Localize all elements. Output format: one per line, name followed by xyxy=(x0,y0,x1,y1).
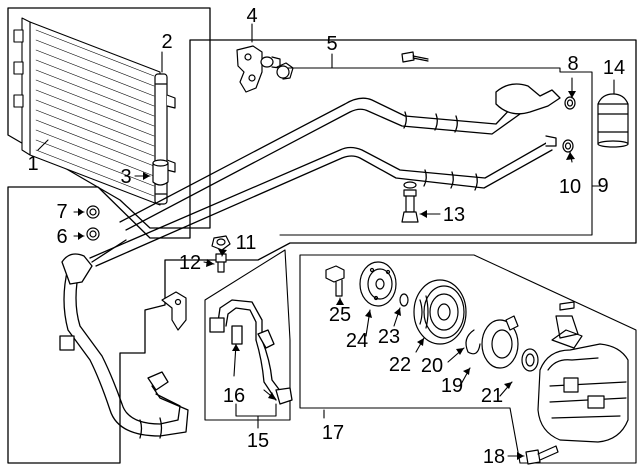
frame-condenser xyxy=(7,7,211,229)
callout-18: 18 xyxy=(482,446,506,468)
valve-cap xyxy=(211,235,231,251)
callout-9: 9 xyxy=(597,175,609,197)
callout-10: 10 xyxy=(558,176,582,198)
hose-bracket xyxy=(161,291,187,331)
callout-1: 1 xyxy=(27,153,39,175)
arrowhead xyxy=(420,210,427,218)
arrowhead xyxy=(336,298,344,305)
callout-14: 14 xyxy=(602,57,626,79)
snap-ring xyxy=(465,329,481,355)
frame-refrigerant-lines xyxy=(7,39,637,464)
accumulator xyxy=(597,93,629,148)
shim xyxy=(399,293,409,307)
arrowhead xyxy=(78,208,84,216)
callout-22: 22 xyxy=(388,354,412,376)
callout-8: 8 xyxy=(567,53,579,75)
frame-inner-line xyxy=(279,67,593,236)
compressor-body xyxy=(537,301,629,443)
callout-21: 21 xyxy=(480,385,504,407)
callout-5: 5 xyxy=(326,33,338,55)
pressure-switch xyxy=(401,181,419,223)
bolt-small xyxy=(401,51,429,63)
hose-assembly xyxy=(209,299,293,405)
arrowhead xyxy=(517,452,524,460)
callout-12: 12 xyxy=(178,252,202,274)
callout-15: 15 xyxy=(246,430,270,452)
callout-24: 24 xyxy=(345,330,369,352)
compressor-seal xyxy=(521,348,539,372)
callout-25: 25 xyxy=(328,304,352,326)
arrowhead xyxy=(463,368,470,375)
arrowhead xyxy=(568,91,576,98)
callout-4: 4 xyxy=(246,5,258,27)
discharge-line xyxy=(89,135,557,267)
pulley xyxy=(413,279,467,345)
arrowhead xyxy=(78,232,84,240)
callout-16: 16 xyxy=(222,385,246,407)
arrowhead xyxy=(566,152,575,160)
bracket-part xyxy=(236,45,263,93)
arrowhead xyxy=(456,348,464,355)
suction-line xyxy=(119,83,561,231)
arrowhead xyxy=(268,392,276,400)
callout-19: 19 xyxy=(440,375,464,397)
condenser xyxy=(13,17,161,206)
o-ring-6 xyxy=(86,227,100,241)
o-ring-7 xyxy=(86,205,100,219)
arrowhead xyxy=(143,172,150,180)
frame-hose-group xyxy=(204,249,291,421)
clutch-hub xyxy=(359,261,397,307)
callout-20: 20 xyxy=(420,355,444,377)
callout-6: 6 xyxy=(56,226,68,248)
arrowhead xyxy=(206,259,214,267)
callout-11: 11 xyxy=(235,232,257,254)
drier-cap xyxy=(152,159,169,186)
liquid-hose xyxy=(59,239,189,439)
arrowhead xyxy=(417,338,424,346)
callout-13: 13 xyxy=(442,204,466,226)
callout-23: 23 xyxy=(377,326,401,348)
arrowhead xyxy=(232,344,240,351)
field-coil xyxy=(481,315,519,369)
callout-2: 2 xyxy=(161,31,173,53)
frame-compressor xyxy=(299,254,637,464)
arrowhead xyxy=(218,249,227,256)
compressor-bolt xyxy=(525,445,559,465)
callout-17: 17 xyxy=(321,422,345,444)
arrowhead xyxy=(504,382,512,389)
grommet-pair xyxy=(260,56,294,80)
clutch-bolt xyxy=(325,265,345,297)
callout-3: 3 xyxy=(120,166,132,188)
callout-7: 7 xyxy=(56,201,68,223)
o-ring-8 xyxy=(564,96,576,110)
o-ring-10 xyxy=(562,139,574,153)
arrowhead xyxy=(365,310,372,318)
arrowhead xyxy=(394,308,401,316)
